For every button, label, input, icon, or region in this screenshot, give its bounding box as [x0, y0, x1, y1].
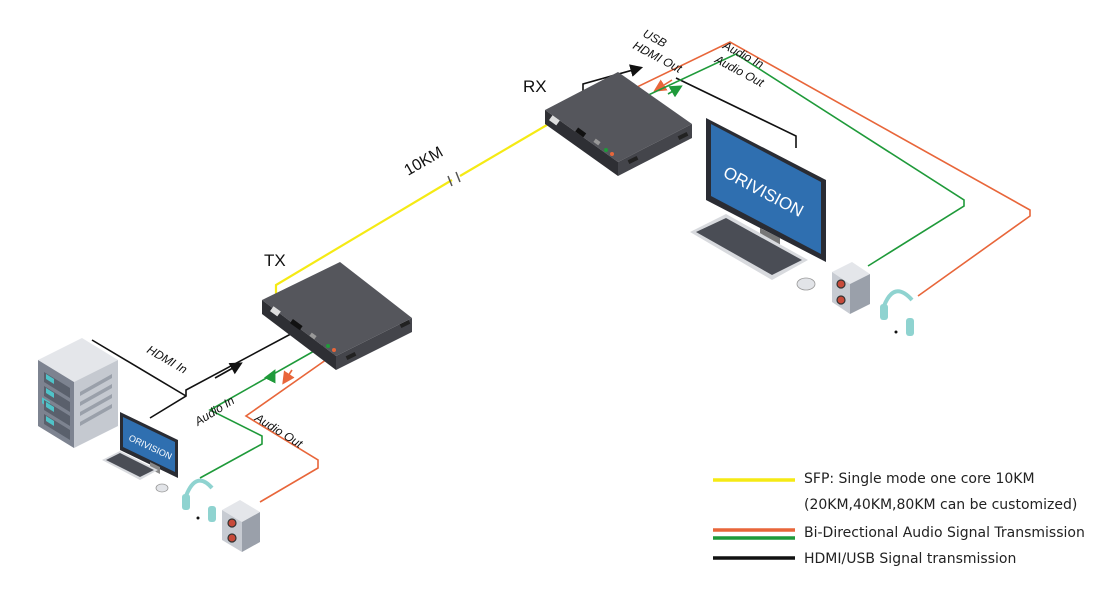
tx-audio-in-label: Audio In	[191, 393, 237, 429]
rx-audio-orange-line	[605, 41, 1031, 297]
rx-monitor-icon: ORIVISION	[706, 118, 826, 262]
tx-headphones-icon	[182, 478, 216, 522]
rx-keyboard-icon	[690, 214, 808, 280]
tx-speaker-icon	[222, 500, 260, 552]
rx-headphones-icon	[880, 289, 914, 336]
legend-text-fiber: SFP: Single mode one core 10KM	[804, 471, 1035, 487]
distance-label: 10KM	[402, 144, 447, 180]
tx-extender-box-icon	[262, 262, 412, 370]
tx-label: TX	[264, 251, 286, 270]
tx-mouse-icon	[155, 483, 169, 493]
tx-audio-orange-line	[244, 349, 341, 503]
tx-audio-green-line	[199, 341, 331, 479]
rx-label: RX	[523, 77, 547, 96]
rx-speaker-icon	[832, 262, 870, 314]
rx-extender-box-icon	[545, 72, 692, 176]
tx-keyboard-icon	[102, 451, 158, 480]
rx-mouse-icon	[796, 277, 816, 291]
tx-hdmi-in-label: HDMI In	[145, 342, 190, 376]
legend-text-audio: Bi-Directional Audio Signal Transmission	[804, 525, 1085, 541]
legend-text-hdmi: HDMI/USB Signal transmission	[804, 551, 1017, 567]
tx-monitor-icon: ORIVISION	[120, 412, 178, 478]
legend-text-customized: (20KM,40KM,80KM can be customized)	[804, 497, 1078, 513]
server-icon	[38, 338, 118, 448]
legend-swatches	[713, 478, 795, 560]
tx-hdmi-line	[91, 327, 303, 419]
